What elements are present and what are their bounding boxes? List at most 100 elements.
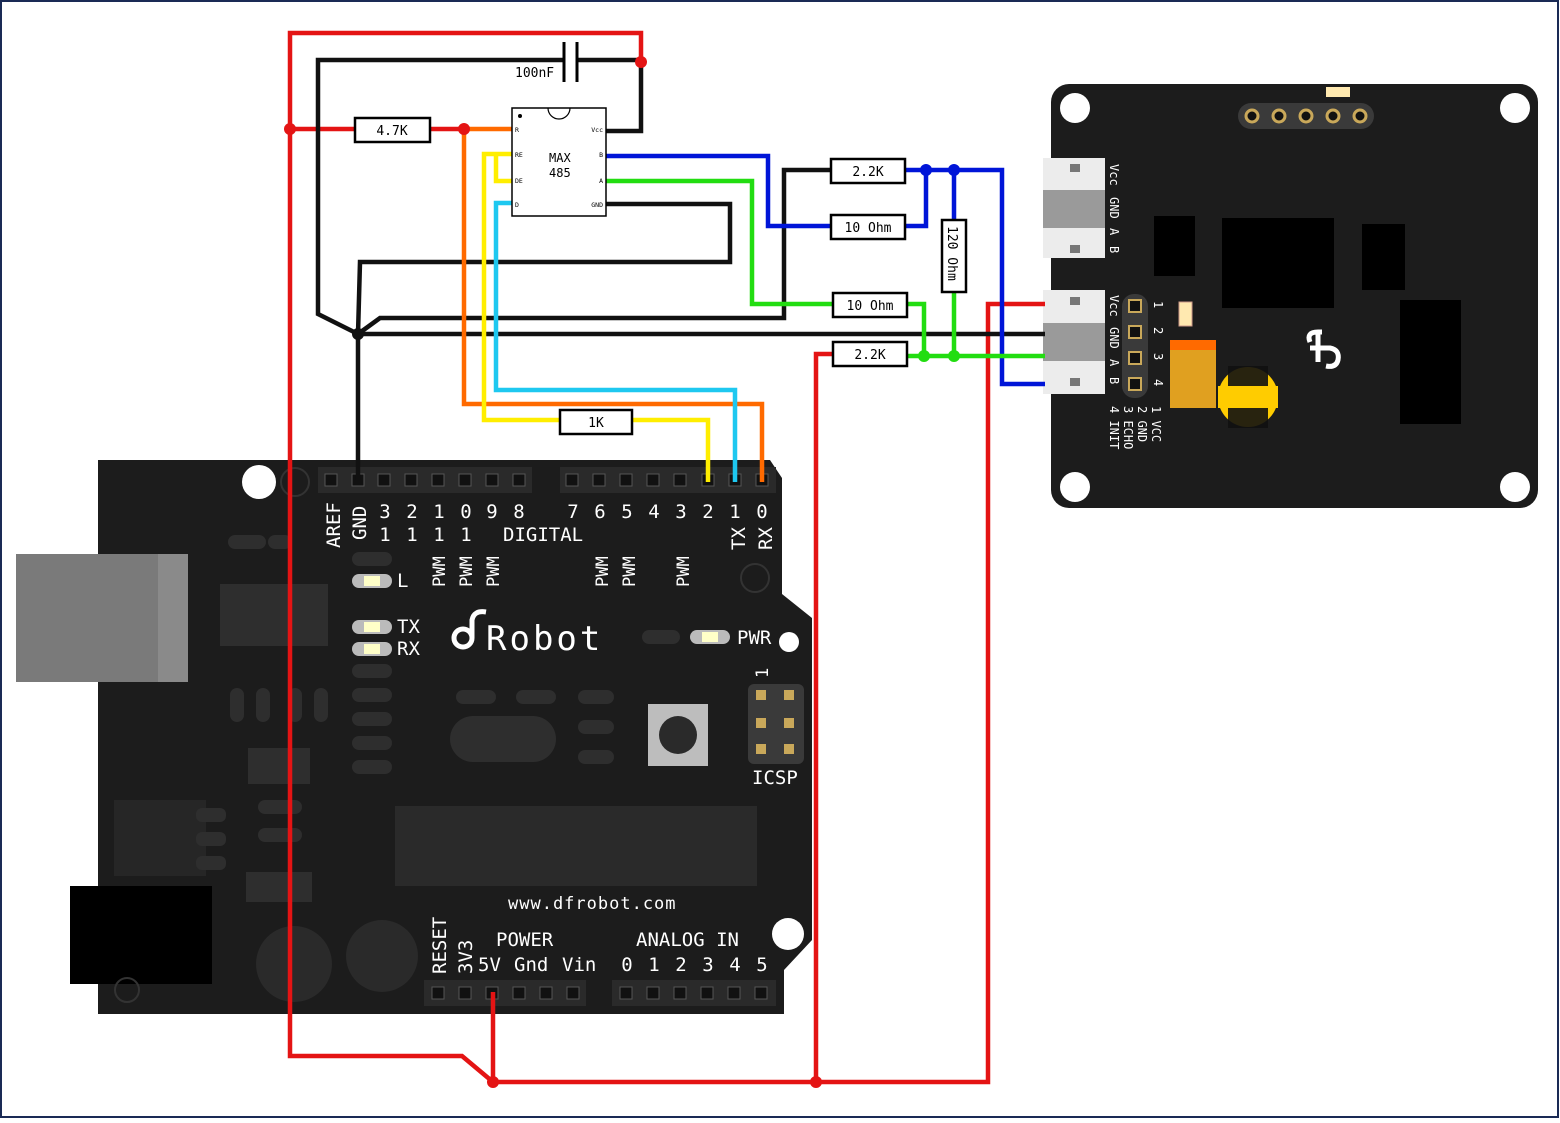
pin-label-13-tens: 1 (379, 524, 390, 546)
wire-b-to-10ohm (605, 153, 833, 229)
pin-label-13-units: 3 (379, 501, 390, 523)
label-pwr: PWR (737, 627, 772, 649)
wire-a-junction (905, 301, 927, 359)
label-pwm-3: PWM (674, 556, 694, 587)
label-power: POWER (496, 929, 554, 951)
pin-label-11-tens: 1 (433, 524, 444, 546)
pin-label-10-units: 0 (460, 501, 471, 523)
pin-label-6: 6 (594, 501, 605, 523)
brand-name: Robot (486, 619, 603, 659)
resistor-10ohm-bottom: 10 Ohm (831, 291, 909, 319)
ic-pin-vcc: Vcc (591, 126, 603, 134)
pin-desc-vcc: 1 VCC (1149, 406, 1163, 442)
label-pwm-6: PWM (593, 556, 613, 587)
sensor-logo (1306, 329, 1341, 369)
arduino-board: AREF GND 3 2 1 0 1 1 1 1 9 8 7 6 5 4 3 2… (16, 460, 812, 1014)
ic-pin-r: R (515, 126, 519, 134)
wire-b-to-sensor (926, 167, 1045, 387)
resistor-2k2-bottom: 2.2K (831, 340, 909, 368)
pin-label-2: 2 (702, 501, 713, 523)
resistor-2k2-bottom-label: 2.2K (854, 348, 885, 363)
led-pwr (702, 632, 718, 642)
pin-label-0: 0 (756, 501, 767, 523)
label-gnd: GND (349, 506, 371, 540)
digital-header-high (318, 467, 532, 493)
label-a3: 3 (702, 954, 713, 976)
resistor-10ohm-top-label: 10 Ohm (845, 221, 892, 236)
label-3v3: 3V3 (455, 940, 477, 974)
pin-desc-gnd: 2 GND (1135, 406, 1149, 442)
pin-desc-init: 4 INIT (1107, 406, 1121, 449)
pin-desc-echo: 3 ECHO (1121, 406, 1135, 449)
label-a5: 5 (756, 954, 767, 976)
label-reset: RESET (429, 917, 451, 974)
digital-header-low (560, 467, 776, 493)
resistor-10ohm-bottom-label: 10 Ohm (847, 299, 894, 314)
label-pwm-9: PWM (484, 556, 504, 587)
capacitor-100nf: 100nF (515, 42, 579, 82)
pin-label-8: 8 (513, 501, 524, 523)
max485-ic: MAX 485 R RE DE D Vcc B A GND (511, 107, 607, 217)
wire-5v-main (287, 30, 1045, 1085)
label-pwm-11: PWM (430, 556, 450, 587)
label-a1: 1 (648, 954, 659, 976)
analog-header (612, 980, 776, 1006)
ic-name-line2: 485 (549, 166, 571, 180)
ic-pin-de: DE (515, 177, 523, 185)
label-pwm-5: PWM (620, 556, 640, 587)
led-tx (364, 622, 380, 632)
wire-de-bridge (493, 154, 512, 184)
label-led-rx: RX (397, 638, 420, 660)
label-gnd-power: Gnd (514, 954, 548, 976)
pin-label-1: 1 (729, 501, 740, 523)
resistor-1k: 1K (558, 408, 634, 436)
label-aref: AREF (323, 502, 345, 548)
resistor-4k7: 4.7K (353, 116, 432, 144)
wire-gnd-pulldown (356, 167, 833, 336)
pin-label-5: 5 (621, 501, 632, 523)
header-num-1: 1 (1151, 301, 1165, 308)
led-l (364, 576, 380, 586)
resistor-1k-label: 1K (588, 416, 604, 431)
wire-gnd-ic (355, 201, 733, 335)
label-url: www.dfrobot.com (508, 894, 677, 914)
label-analog-in: ANALOG IN (636, 929, 739, 951)
pin-label-10-tens: 1 (460, 524, 471, 546)
label-rx-pin: RX (755, 527, 777, 550)
label-a2: 2 (675, 954, 686, 976)
header-num-4: 4 (1151, 379, 1165, 386)
dfrobot-logo: Robot (451, 609, 603, 659)
ic-pin-gnd: GND (591, 201, 603, 209)
label-icsp-pin1: 1 (753, 668, 773, 678)
pin-label-7: 7 (567, 501, 578, 523)
header-num-2: 2 (1151, 327, 1165, 334)
wire-1k-to-d2 (632, 417, 711, 482)
resistor-4k7-label: 4.7K (376, 124, 407, 139)
wires (287, 30, 1045, 1085)
ic-pin-re: RE (515, 151, 523, 159)
conn-bottom-vcc: Vcc (1107, 295, 1121, 317)
conn-bottom-a: A (1107, 359, 1121, 367)
resistor-10ohm-top: 10 Ohm (829, 213, 907, 241)
pin-label-3: 3 (675, 501, 686, 523)
header-num-3: 3 (1151, 353, 1165, 360)
power-header (424, 980, 586, 1006)
label-a0: 0 (621, 954, 632, 976)
conn-top-b: B (1107, 246, 1121, 253)
pin-label-9: 9 (486, 501, 497, 523)
ic-pin-a: A (599, 177, 603, 185)
label-pwm-10: PWM (457, 556, 477, 587)
wire-b-junction (905, 167, 929, 229)
ic-name-line1: MAX (549, 151, 571, 165)
pin-label-12-tens: 1 (406, 524, 417, 546)
resistor-120ohm-label: 120 Ohm (944, 226, 959, 281)
wire-a-to-10ohm (605, 178, 833, 307)
conn-bottom-gnd: GND (1107, 327, 1121, 349)
label-led-tx: TX (397, 616, 420, 638)
resistor-120ohm: 120 Ohm (940, 218, 968, 294)
ultrasonic-sensor-board: Vcc GND A B Vcc GND A B 1 2 3 4 1 VCC 2 … (1043, 84, 1538, 508)
label-5v: 5V (478, 954, 501, 976)
capacitor-label: 100nF (515, 66, 554, 81)
resistor-2k2-top: 2.2K (829, 157, 907, 185)
